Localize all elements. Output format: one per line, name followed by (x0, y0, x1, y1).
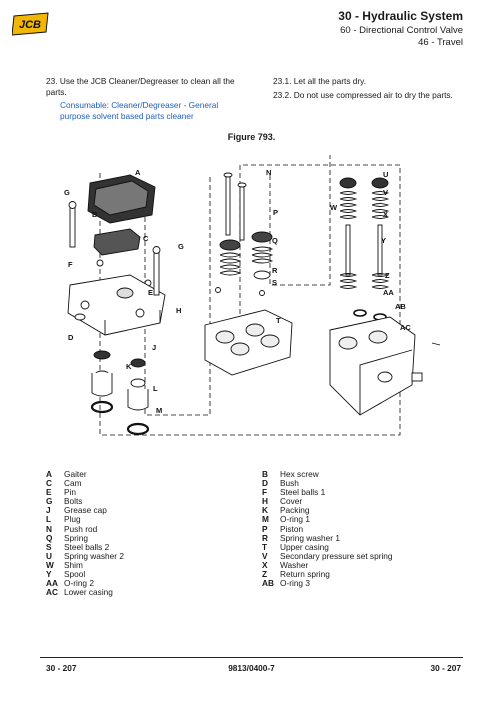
exploded-valve-diagram: A B C G G F E H D J K L M N P Q R S T U … (64, 155, 441, 436)
jcb-logo: JCB (12, 12, 49, 36)
callout-l: L (153, 384, 158, 393)
callout-h: H (176, 306, 181, 315)
step-23: 23. Use the JCB Cleaner/Degreaser to cle… (46, 76, 235, 97)
bolt-g-right (152, 246, 161, 296)
subsection-title: 60 - Directional Control Valve (340, 25, 463, 36)
push-rods (223, 172, 247, 241)
step-23-2: 23.2. Do not use compressed air to dry t… (273, 90, 453, 100)
step-23-1: 23.1. Let all the parts dry. (273, 76, 367, 86)
callout-q: Q (272, 236, 278, 245)
callout-w: W (330, 203, 338, 212)
logo-text: JCB (19, 19, 41, 31)
callout-e: E (148, 288, 153, 297)
callout-aa: AA (383, 288, 394, 297)
callout-r: R (272, 266, 278, 275)
callout-u: U (383, 170, 388, 179)
pistons-springs (215, 231, 274, 296)
callout-a: A (135, 168, 141, 177)
callout-g-1: G (64, 188, 70, 197)
lower-casing-part (329, 316, 441, 416)
cam-part (93, 228, 141, 256)
right-valve-stack (339, 177, 390, 321)
section-title: 30 - Hydraulic System (338, 9, 463, 23)
callout-v: V (383, 188, 388, 197)
cover-part (67, 274, 166, 336)
callout-x: X (383, 210, 388, 219)
callout-labels: A B C G G F E H D J K L M N P Q R S T U … (64, 168, 411, 415)
callout-ac: AC (400, 323, 411, 332)
callout-z: Z (385, 271, 390, 280)
callout-s: S (272, 278, 277, 287)
step-23-sub: 23.1. Let all the parts dry. 23.2. Do no… (273, 76, 473, 101)
consumable-link[interactable]: Consumable: Cleaner/Degreaser - General … (60, 100, 219, 121)
callout-m: M (156, 406, 162, 415)
subsubsection-title: 46 - Travel (418, 37, 463, 48)
callout-k: K (126, 362, 132, 371)
callout-c: C (143, 234, 149, 243)
bolt-g-left (68, 201, 77, 248)
callout-j: J (152, 343, 156, 352)
footer-page-left: 30 - 207 (46, 663, 77, 673)
callout-d: D (68, 333, 74, 342)
footer-doc-number: 9813/0400-7 (228, 663, 275, 673)
figure-title: Figure 793. (227, 132, 276, 142)
gaiter-part (87, 174, 156, 224)
callout-p: P (273, 208, 278, 217)
upper-casing-part (204, 309, 293, 376)
footer-rule (40, 657, 463, 658)
callout-b: B (92, 210, 98, 219)
callout-y: Y (381, 236, 386, 245)
callout-g-2: G (178, 242, 184, 251)
callout-t: T (276, 316, 281, 325)
footer-page-right: 30 - 207 (430, 663, 461, 673)
callout-n: N (266, 168, 271, 177)
callout-f: F (68, 260, 73, 269)
callout-ab: AB (395, 302, 406, 311)
